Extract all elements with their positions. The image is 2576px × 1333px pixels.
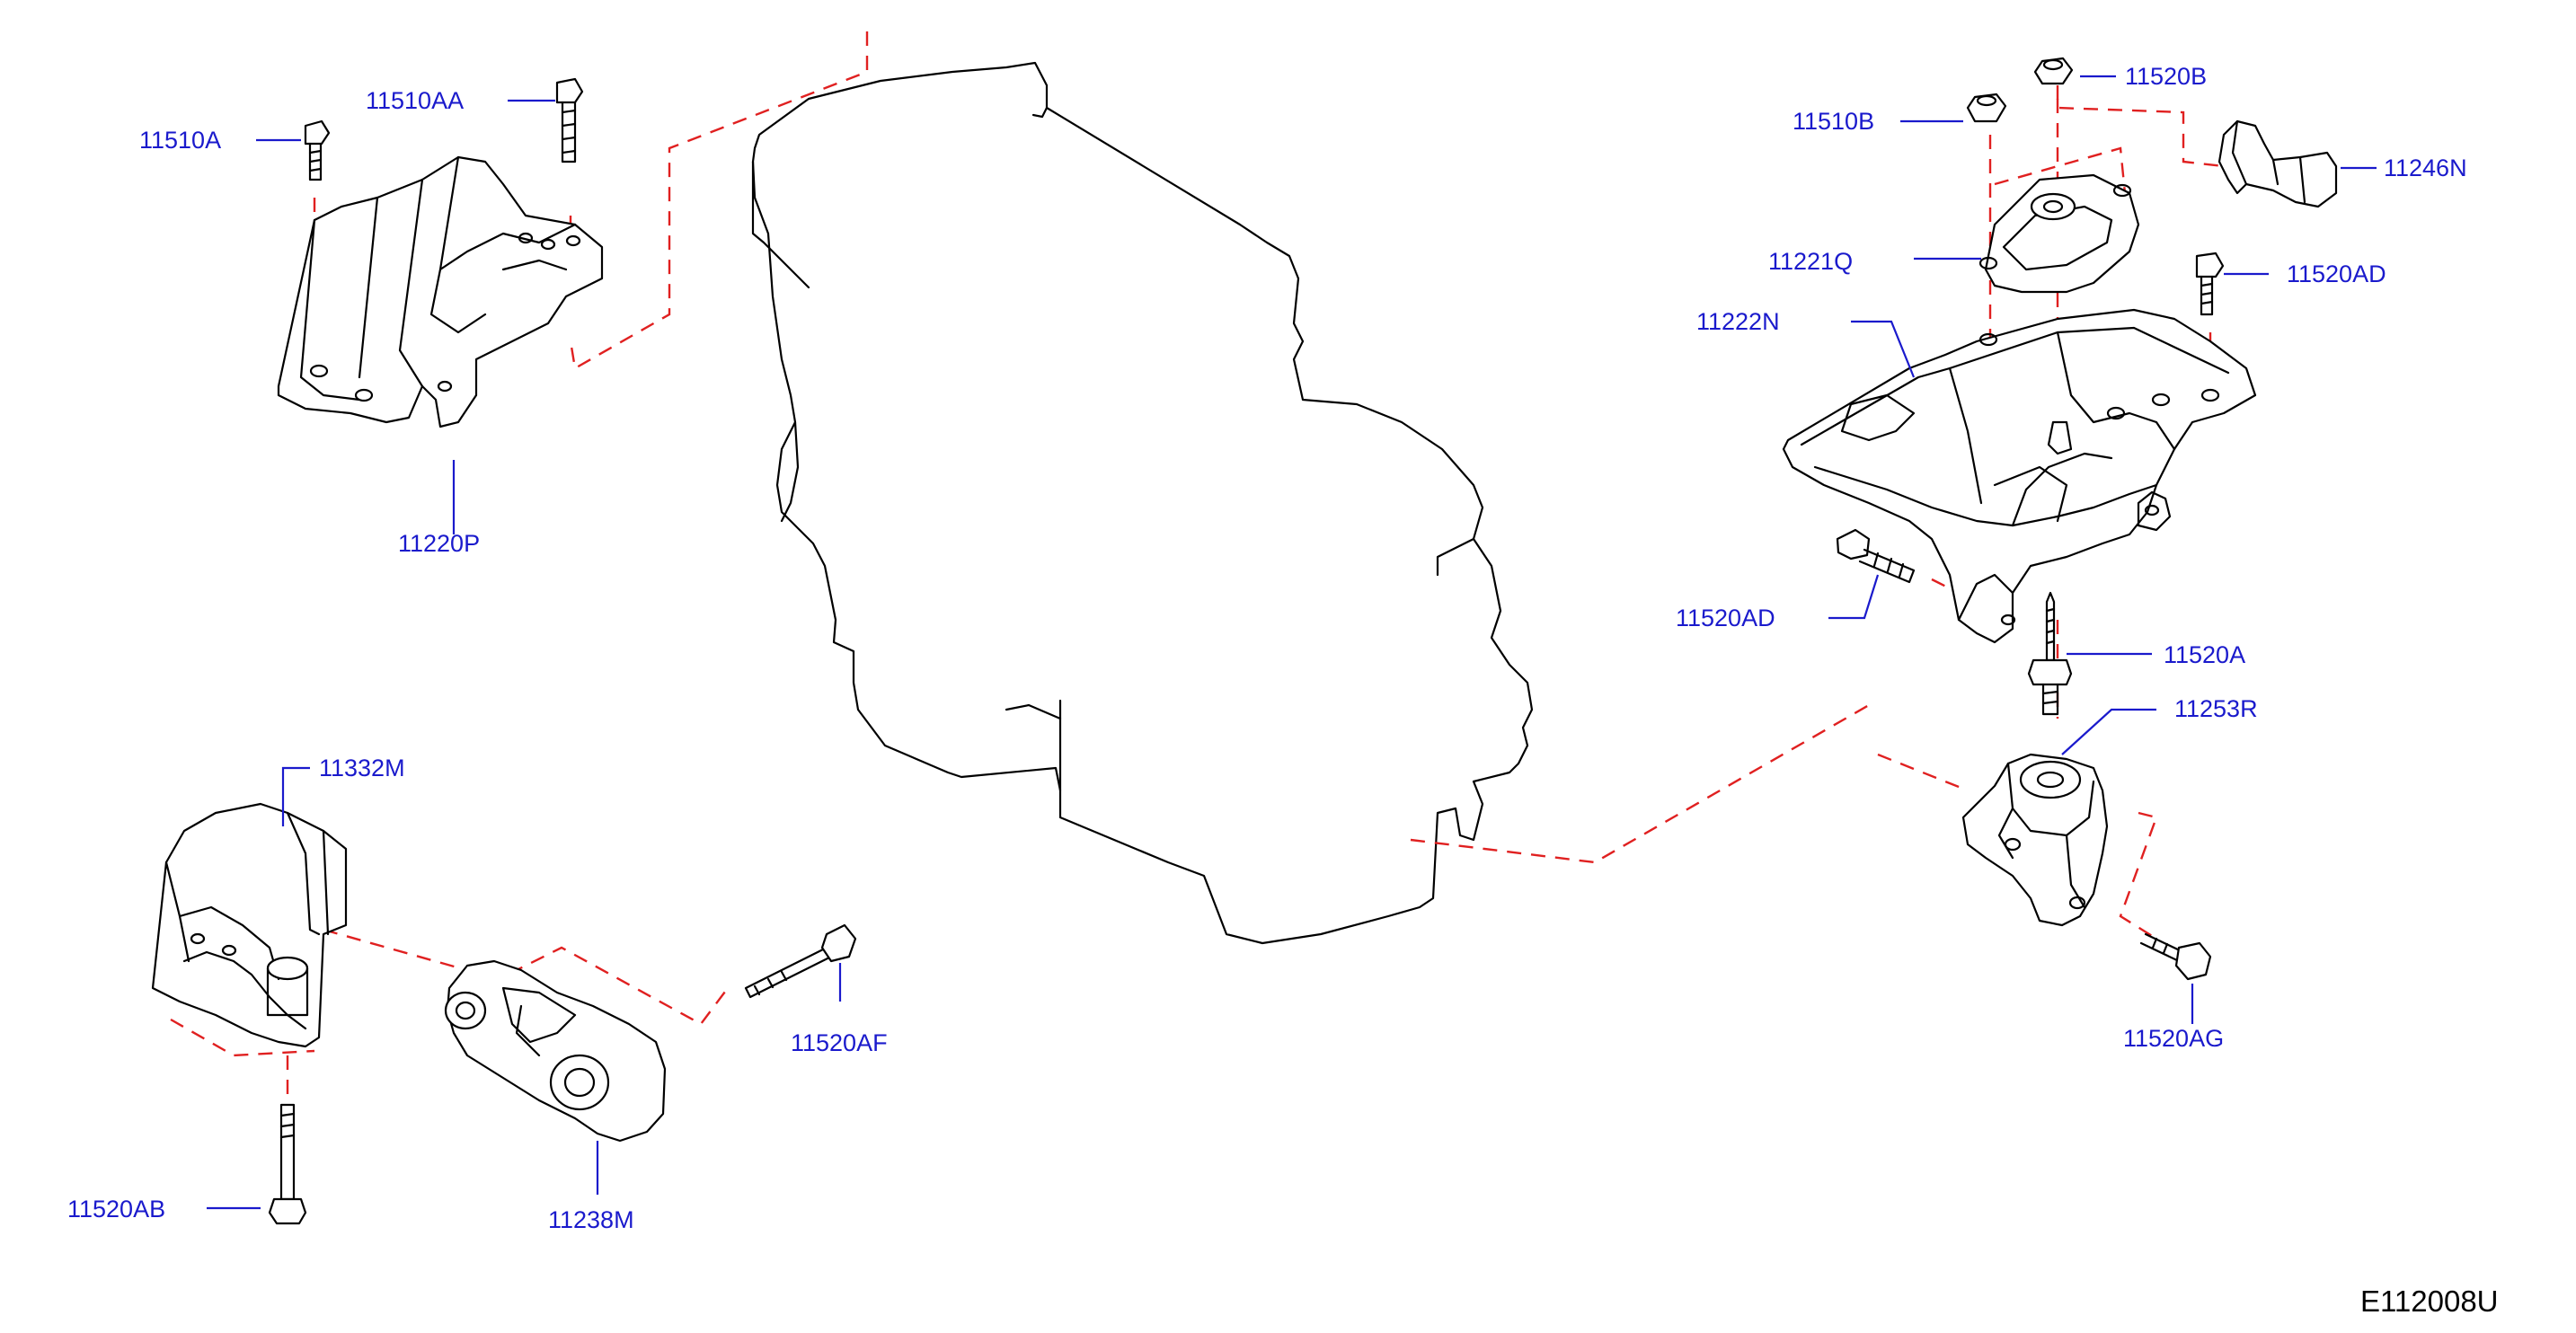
figure-code: E112008U	[2360, 1284, 2499, 1318]
label-11332m: 11332M	[319, 755, 405, 781]
label-11520af: 11520AF	[791, 1029, 888, 1056]
engine-outline	[751, 61, 1534, 945]
bolt-11520ab	[268, 1103, 307, 1225]
label-11220p: 11220P	[398, 530, 481, 557]
stud-11520a	[2027, 591, 2073, 716]
leader-lines	[207, 75, 2377, 1210]
nut-11510b	[1966, 93, 2007, 123]
label-11253r: 11253R	[2174, 695, 2258, 722]
label-11222n: 11222N	[1696, 308, 1780, 335]
bolt-11520ag	[2139, 932, 2212, 981]
label-11510aa: 11510AA	[366, 87, 465, 114]
label-11520ad-bottom: 11520AD	[1676, 605, 1775, 631]
bolt-11520ad-bottom	[1836, 528, 1916, 584]
label-11246n: 11246N	[2384, 154, 2467, 181]
label-11520ab: 11520AB	[67, 1196, 166, 1223]
nut-11520b	[2033, 57, 2074, 85]
bolt-11510a	[304, 119, 331, 181]
mount-bracket-11220p	[277, 155, 604, 428]
mount-11253r	[1961, 753, 2109, 927]
bolt-11520ad-top	[2195, 252, 2225, 316]
label-11520a: 11520A	[2164, 641, 2246, 668]
label-11510a: 11510A	[139, 127, 222, 154]
bolt-11510aa	[555, 77, 584, 163]
label-11520ag: 11520AG	[2123, 1025, 2225, 1052]
bolt-11520af	[744, 923, 857, 999]
bracket-11332m	[151, 802, 348, 1048]
mount-insulator-11221q	[1978, 173, 2140, 294]
label-11221q: 11221Q	[1768, 248, 1854, 275]
damper-11246n	[2217, 119, 2338, 208]
label-11238m: 11238M	[548, 1206, 634, 1233]
bracket-11222n	[1782, 308, 2257, 644]
torque-rod-11238m	[444, 959, 667, 1143]
label-11520b: 11520B	[2125, 63, 2208, 90]
label-11520ad-top: 11520AD	[2287, 260, 2386, 287]
label-11510b: 11510B	[1793, 108, 1875, 135]
